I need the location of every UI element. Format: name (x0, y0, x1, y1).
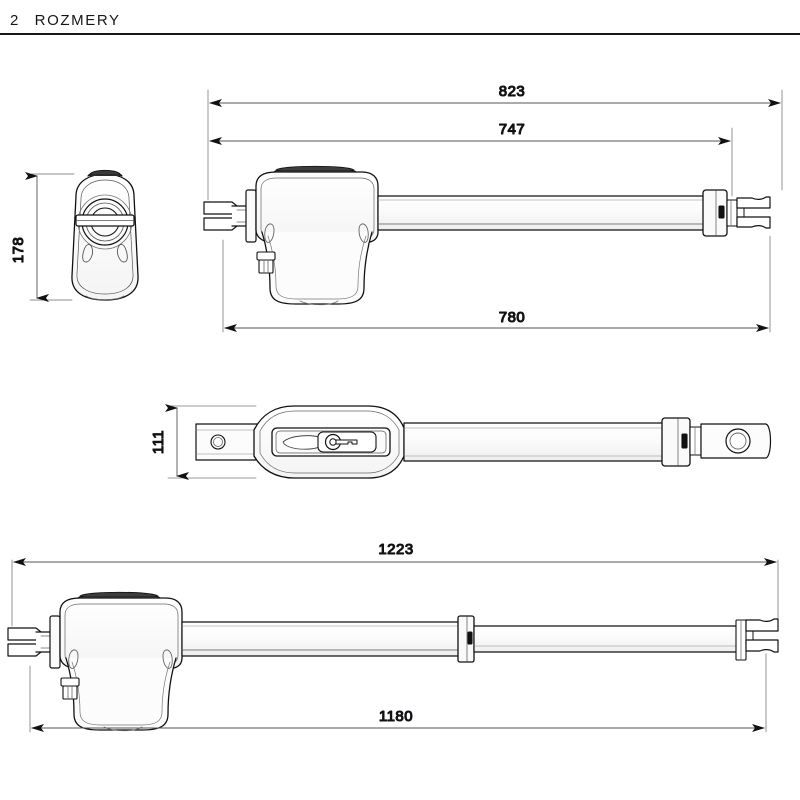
page-title: ROZMERY (34, 12, 121, 29)
dimension-747: 747 (209, 120, 733, 197)
side-view-extended-body (7, 591, 779, 732)
section-number: 2 (10, 12, 19, 29)
section-header: 2 ROZMERY (0, 0, 800, 35)
dimension-780: 780 (222, 235, 771, 333)
dimension-1223: 1223 (11, 540, 779, 627)
dimension-label-780: 780 (499, 309, 526, 326)
dimension-label-747: 747 (499, 121, 526, 138)
dimension-178: 178 (9, 172, 75, 302)
side-view-retracted-body (203, 165, 771, 306)
dimension-label-1180: 1180 (379, 708, 413, 725)
dimension-label-111: 111 (150, 430, 167, 454)
dimension-111: 111 (149, 404, 257, 480)
dimension-label-178: 178 (10, 237, 27, 264)
header-divider (0, 33, 800, 35)
front-view-body (71, 169, 139, 301)
dimension-823: 823 (207, 82, 783, 201)
dimension-label-823: 823 (499, 83, 526, 100)
dimension-1180: 1180 (29, 653, 767, 733)
section-header-row: 2 ROZMERY (0, 0, 800, 33)
dimension-label-1223: 1223 (378, 541, 413, 558)
top-view-body (195, 405, 772, 479)
